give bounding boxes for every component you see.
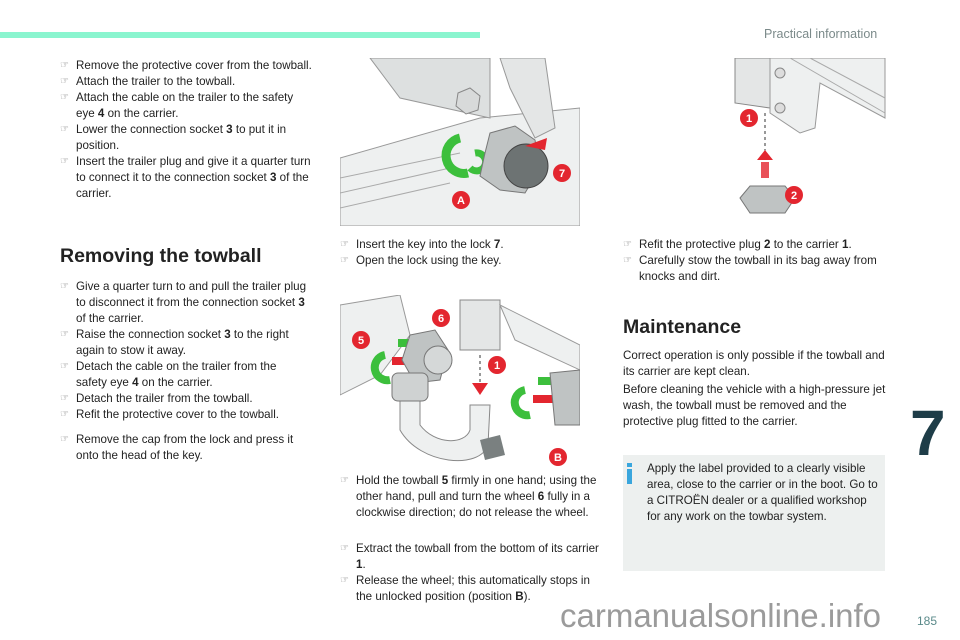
label-B: B (549, 448, 567, 466)
pointing-hand-bullet-icon: ☞ (623, 255, 632, 266)
pointing-hand-bullet-icon: ☞ (60, 156, 69, 167)
steps-list-cap: ☞ Remove the cap from the lock and press … (60, 432, 310, 464)
pointing-hand-bullet-icon: ☞ (60, 393, 69, 404)
step-item: ☞ Insert the trailer plug and give it a q… (60, 154, 312, 202)
figure-lock-key: 7 A (340, 58, 580, 226)
steps-list-extract: ☞ Extract the towball from the bottom of … (340, 541, 602, 605)
step-text: Release the wheel; this automatically st… (356, 574, 590, 603)
section-title: Practical information (764, 27, 878, 41)
step-text: Detach the cable on the trailer from the… (76, 360, 277, 389)
svg-text:7: 7 (559, 168, 565, 180)
label-7: 7 (553, 164, 571, 182)
maintenance-paragraph-1: Correct operation is only possible if th… (623, 349, 885, 378)
pointing-hand-bullet-icon: ☞ (60, 92, 69, 103)
step-item: ☞ Refit the protective cover to the towba… (60, 407, 310, 423)
pointing-hand-bullet-icon: ☞ (60, 124, 69, 135)
step-text: Raise the connection socket 3 to the rig… (76, 328, 289, 357)
label-2: 2 (785, 186, 803, 204)
figure-protective-plug: 1 2 (734, 58, 886, 214)
watermark: carmanualsonline.info (560, 597, 882, 634)
label-1: 1 (740, 109, 758, 127)
svg-text:1: 1 (746, 113, 752, 125)
step-text: Extract the towball from the bottom of i… (356, 542, 599, 571)
pointing-hand-bullet-icon: ☞ (60, 60, 69, 71)
step-text: Attach the trailer to the towball. (76, 75, 236, 88)
label-1: 1 (488, 356, 506, 374)
step-text: Hold the towball 5 firmly in one hand; u… (356, 474, 597, 519)
step-text: Refit the protective cover to the towbal… (76, 408, 279, 421)
step-item: ☞ Insert the key into the lock 7. (340, 237, 600, 253)
pointing-hand-bullet-icon: ☞ (60, 434, 69, 445)
pointing-hand-bullet-icon: ☞ (340, 543, 349, 554)
heading-maintenance: Maintenance (623, 316, 742, 338)
pointing-hand-bullet-icon: ☞ (340, 255, 349, 266)
step-text: Remove the protective cover from the tow… (76, 59, 312, 72)
steps-list-refit: ☞ Refit the protective plug 2 to the carr… (623, 237, 885, 285)
step-text: Give a quarter turn to and pull the trai… (76, 280, 307, 325)
heading-removing-towball: Removing the towball (60, 245, 262, 267)
figure-towball-removal: 5 6 1 B (340, 295, 580, 466)
step-item: ☞ Attach the trailer to the towball. (60, 74, 312, 90)
step-text: Detach the trailer from the towball. (76, 392, 253, 405)
steps-list-attach: ☞ Remove the protective cover from the to… (60, 58, 312, 202)
svg-text:6: 6 (438, 313, 444, 325)
svg-text:B: B (554, 452, 562, 464)
info-icon (627, 463, 632, 484)
svg-text:A: A (457, 195, 465, 207)
step-item: ☞ Raise the connection socket 3 to the ri… (60, 327, 310, 359)
steps-list-hold: ☞ Hold the towball 5 firmly in one hand; … (340, 473, 602, 521)
step-item: ☞ Refit the protective plug 2 to the carr… (623, 237, 885, 253)
step-text: Remove the cap from the lock and press i… (76, 433, 294, 462)
pointing-hand-bullet-icon: ☞ (340, 475, 349, 486)
pointing-hand-bullet-icon: ☞ (623, 239, 632, 250)
step-item: ☞ Open the lock using the key. (340, 253, 600, 269)
info-box: Apply the label provided to a clearly vi… (623, 455, 885, 571)
svg-text:2: 2 (791, 190, 797, 202)
svg-text:1: 1 (494, 360, 500, 372)
pointing-hand-bullet-icon: ☞ (60, 329, 69, 340)
step-text: Carefully stow the towball in its bag aw… (639, 254, 877, 283)
svg-text:5: 5 (358, 335, 364, 347)
step-item: ☞ Lower the connection socket 3 to put it… (60, 122, 312, 154)
header-accent-bar (0, 32, 480, 38)
step-text: Insert the key into the lock 7. (356, 238, 504, 251)
step-item: ☞ Give a quarter turn to and pull the tra… (60, 279, 310, 327)
step-text: Attach the cable on the trailer to the s… (76, 91, 294, 120)
pointing-hand-bullet-icon: ☞ (60, 76, 69, 87)
step-item: ☞ Detach the cable on the trailer from th… (60, 359, 310, 391)
step-item: ☞ Attach the cable on the trailer to the … (60, 90, 312, 122)
step-item: ☞ Extract the towball from the bottom of … (340, 541, 602, 573)
label-6: 6 (432, 309, 450, 327)
step-item: ☞ Remove the cap from the lock and press … (60, 432, 310, 464)
step-item: ☞ Remove the protective cover from the to… (60, 58, 312, 74)
pointing-hand-bullet-icon: ☞ (340, 575, 349, 586)
pointing-hand-bullet-icon: ☞ (340, 239, 349, 250)
step-item: ☞ Release the wheel; this automatically s… (340, 573, 602, 605)
step-text: Open the lock using the key. (356, 254, 502, 267)
step-text: Insert the trailer plug and give it a qu… (76, 155, 311, 200)
steps-list-removing: ☞ Give a quarter turn to and pull the tra… (60, 279, 310, 423)
step-text: Refit the protective plug 2 to the carri… (639, 238, 852, 251)
info-text: Apply the label provided to a clearly vi… (647, 462, 878, 523)
step-item: ☞ Hold the towball 5 firmly in one hand; … (340, 473, 602, 521)
maintenance-paragraph-2: Before cleaning the vehicle with a high-… (623, 383, 886, 428)
steps-list-key: ☞ Insert the key into the lock 7. ☞ Open th… (340, 237, 600, 269)
pointing-hand-bullet-icon: ☞ (60, 361, 69, 372)
page-number: 185 (917, 614, 938, 628)
step-item: ☞ Carefully stow the towball in its bag a… (623, 253, 885, 285)
label-A: A (452, 191, 470, 209)
chapter-number: 7 (910, 397, 946, 469)
label-5: 5 (352, 331, 370, 349)
pointing-hand-bullet-icon: ☞ (60, 409, 69, 420)
step-text: Lower the connection socket 3 to put it … (76, 123, 287, 152)
pointing-hand-bullet-icon: ☞ (60, 281, 69, 292)
step-item: ☞ Detach the trailer from the towball. (60, 391, 310, 407)
